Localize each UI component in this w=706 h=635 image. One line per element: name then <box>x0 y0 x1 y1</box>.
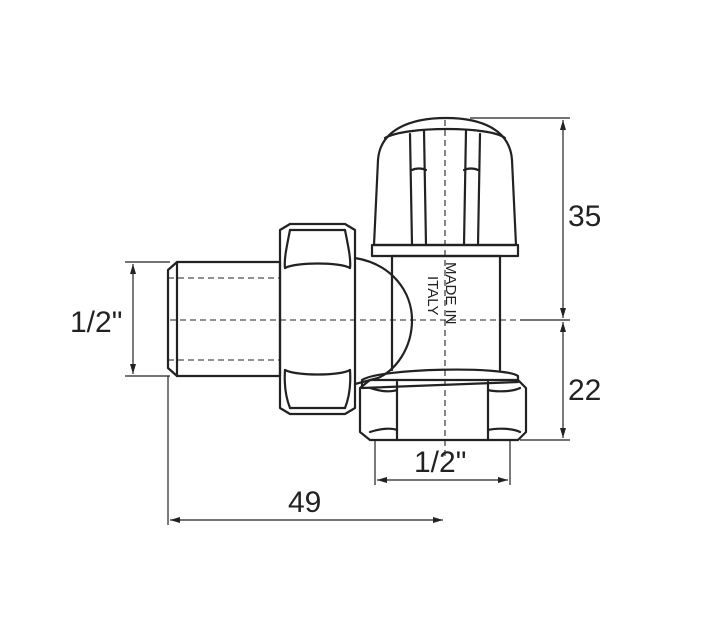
outlet-thread-label: 1/2" <box>414 446 466 479</box>
union-nut <box>278 222 357 416</box>
engraving-line2: ITALY <box>424 276 441 315</box>
outlet-nut <box>358 368 528 442</box>
length-label: 49 <box>288 486 321 519</box>
height-top-label: 35 <box>568 200 601 233</box>
inlet-threaded-pipe <box>166 260 282 378</box>
engraving-line1: MADE IN <box>442 262 459 325</box>
valve-cap <box>370 116 520 258</box>
inlet-thread-label: 1/2" <box>70 306 122 339</box>
valve-body-dome <box>353 256 414 386</box>
height-bottom-label: 22 <box>568 374 601 407</box>
